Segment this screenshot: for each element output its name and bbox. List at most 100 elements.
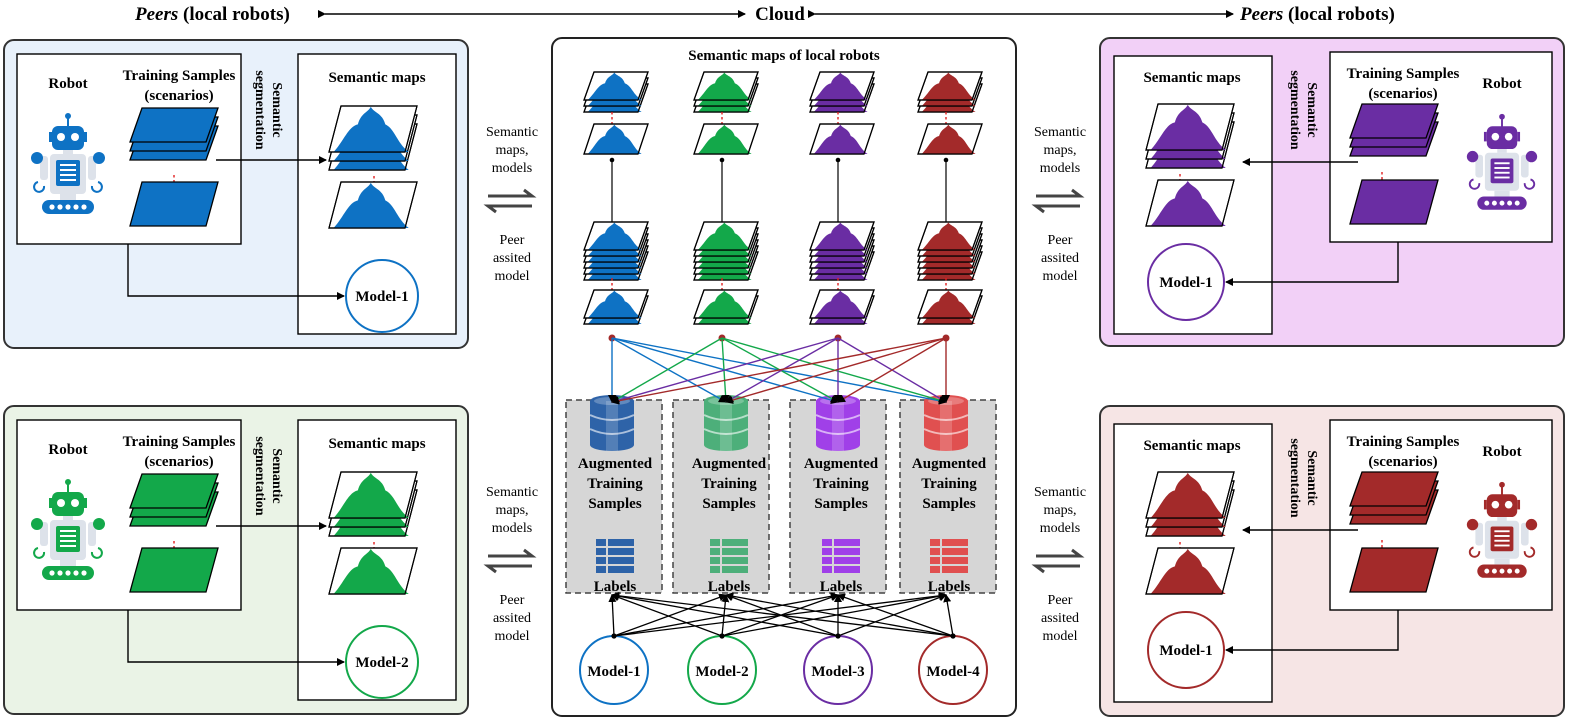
model-arrow bbox=[1225, 610, 1399, 654]
header-peers-left: Peers (local robots) bbox=[134, 4, 290, 25]
semantic-label: Semantic bbox=[269, 448, 284, 503]
model-arrow bbox=[127, 244, 345, 300]
scenarios-label: (scenarios) bbox=[144, 88, 213, 104]
semantic-map-icon bbox=[809, 289, 875, 319]
received-maps-stack bbox=[809, 71, 875, 113]
database-icon bbox=[703, 395, 749, 451]
labels-label: Labels bbox=[708, 579, 751, 595]
training-arrow bbox=[611, 593, 723, 637]
samples-label: Samples bbox=[588, 496, 642, 512]
training-arrow bbox=[611, 592, 839, 637]
samples-label: Samples bbox=[702, 496, 756, 512]
semantic-maps-label: Semantic maps bbox=[328, 70, 425, 86]
semantic-map-icon bbox=[583, 71, 649, 101]
training-label: Training bbox=[701, 476, 757, 492]
semantic-label: Semantic bbox=[1304, 82, 1319, 137]
aggregated-maps-stack bbox=[583, 221, 649, 281]
exchange-line3: models bbox=[1040, 161, 1080, 176]
aggregated-maps-stack bbox=[917, 289, 983, 325]
exchange-line3: models bbox=[492, 521, 532, 536]
distribution-arrow bbox=[837, 337, 947, 403]
cloud-model-label: Model-2 bbox=[695, 664, 748, 680]
semantic-map-icon bbox=[917, 221, 983, 251]
semantic-map-icon bbox=[809, 71, 875, 101]
semantic-map-icon bbox=[583, 289, 649, 319]
cloud-column-3 bbox=[809, 71, 875, 342]
labels-table-icon bbox=[822, 539, 860, 573]
model-circle bbox=[345, 259, 419, 333]
training-arrow bbox=[721, 592, 947, 637]
cloud-model-label: Model-3 bbox=[811, 664, 864, 680]
distribution-arrow bbox=[611, 337, 723, 403]
semantic-map-icon bbox=[917, 123, 983, 155]
cloud-model-label: Model-4 bbox=[926, 664, 980, 680]
cloud-model-4: Model-4 bbox=[918, 633, 988, 705]
model-circle bbox=[1147, 243, 1225, 321]
exchange-peer1: Peer bbox=[1048, 593, 1073, 608]
robot-icon bbox=[31, 113, 105, 214]
semantic-label: Semantic bbox=[1304, 450, 1319, 505]
semantic-map-icon bbox=[917, 289, 983, 319]
robot-icon bbox=[31, 479, 105, 580]
database-icon bbox=[923, 395, 969, 451]
semantic-map-icon bbox=[693, 289, 759, 319]
training-label: Training bbox=[921, 476, 977, 492]
segmentation-label: segmentation bbox=[252, 70, 267, 150]
exchange-peer1: Peer bbox=[500, 593, 525, 608]
distribution-arrow bbox=[725, 337, 947, 404]
scenarios-label: (scenarios) bbox=[144, 454, 213, 470]
training-sample-plane bbox=[129, 181, 219, 227]
cloud-title: Semantic maps of local robots bbox=[688, 48, 880, 64]
training-samples-label: Training Samples bbox=[123, 68, 236, 84]
semantic-map-icon bbox=[1145, 471, 1235, 519]
training-sample-plane bbox=[1349, 547, 1439, 593]
model-arrow bbox=[127, 610, 345, 666]
exchange-peer3: model bbox=[495, 629, 530, 644]
exchange-line2: maps, bbox=[1043, 503, 1076, 518]
double-arrow-icon bbox=[1031, 548, 1085, 574]
exchange-peer1: Peer bbox=[500, 233, 525, 248]
robot-label: Robot bbox=[1482, 444, 1521, 460]
received-maps-stack bbox=[583, 71, 649, 113]
cloud-model-3: Model-3 bbox=[803, 633, 873, 705]
model-circle bbox=[345, 625, 419, 699]
exchange-peer2: assited bbox=[1041, 611, 1079, 626]
training-sample-plane bbox=[1349, 471, 1439, 507]
training-sample-plane bbox=[1349, 103, 1439, 139]
semantic-maps-stack bbox=[328, 105, 418, 171]
semantic-maps-stack bbox=[1145, 103, 1235, 169]
training-label: Training bbox=[587, 476, 643, 492]
exchange-peer3: model bbox=[1043, 629, 1078, 644]
exchange-peer2: assited bbox=[1041, 251, 1079, 266]
model-label: Model-2 bbox=[355, 655, 408, 671]
training-arrow bbox=[613, 593, 727, 637]
training-sample-plane bbox=[129, 473, 219, 509]
robot-label: Robot bbox=[1482, 76, 1521, 92]
model-label: Model-1 bbox=[355, 289, 408, 305]
augmented-label: Augmented bbox=[804, 456, 879, 472]
header: Peers (local robots) Cloud Peers (local … bbox=[134, 4, 1395, 25]
scenarios-label: (scenarios) bbox=[1368, 454, 1437, 470]
aggregated-maps-stack bbox=[917, 221, 983, 281]
exchange-line2: maps, bbox=[1043, 143, 1076, 158]
semantic-map-icon bbox=[693, 221, 759, 251]
segmentation-label: segmentation bbox=[252, 436, 267, 516]
semantic-maps-label: Semantic maps bbox=[328, 436, 425, 452]
semantic-map-icon bbox=[583, 123, 649, 155]
samples-label: Samples bbox=[922, 496, 976, 512]
cloud-column-4 bbox=[917, 71, 983, 342]
exchange-line1: Semantic bbox=[486, 125, 538, 140]
semantic-map-icon bbox=[328, 181, 418, 229]
semantic-map-icon bbox=[693, 71, 759, 101]
model-label: Model-1 bbox=[1159, 275, 1212, 291]
training-arrow bbox=[611, 591, 954, 637]
aggregated-maps-stack bbox=[693, 221, 759, 281]
training-sample-plane bbox=[129, 107, 219, 143]
